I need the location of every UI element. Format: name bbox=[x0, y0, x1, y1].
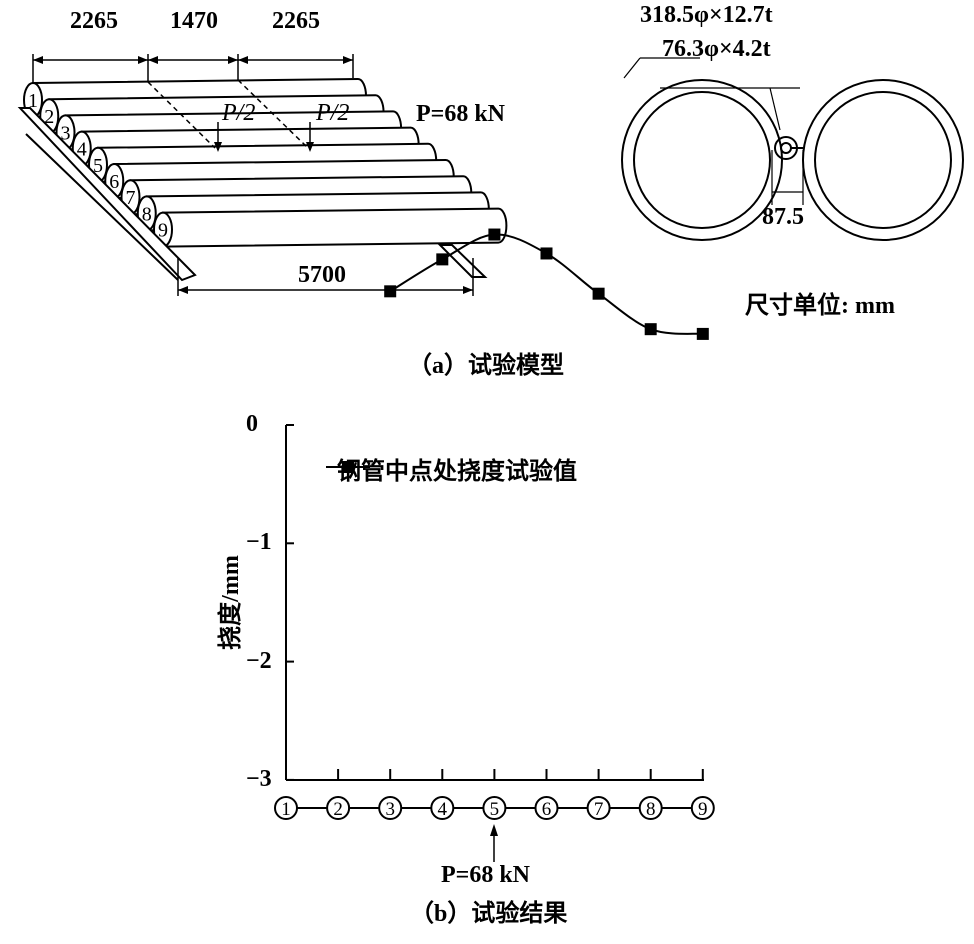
left-support-beam bbox=[17, 107, 197, 282]
pipe-number: 4 bbox=[77, 139, 87, 161]
units-note: 尺寸单位: mm bbox=[745, 293, 895, 319]
data-point bbox=[540, 247, 553, 260]
load-label: P=68 kN bbox=[416, 101, 506, 127]
pipe-body bbox=[162, 207, 508, 248]
data-point bbox=[384, 285, 397, 298]
x-tick-label: 8 bbox=[646, 799, 656, 820]
dim-1470: 1470 bbox=[170, 8, 218, 34]
x-tick-label: 7 bbox=[594, 799, 604, 820]
load-half-label-2: P/2 bbox=[316, 100, 350, 126]
node-circle bbox=[482, 796, 507, 820]
pipe-number: 7 bbox=[126, 187, 136, 209]
top-dimension-lines bbox=[32, 54, 474, 296]
pipe-number: 1 bbox=[28, 90, 38, 112]
dimension-arrowheads bbox=[33, 56, 473, 294]
node-circle bbox=[690, 796, 715, 820]
dim-5700: 5700 bbox=[298, 262, 346, 288]
y-tick-label: −3 bbox=[246, 765, 272, 792]
data-point bbox=[696, 327, 709, 340]
y-tick-label: 0 bbox=[246, 411, 258, 437]
pipe-number: 6 bbox=[109, 171, 119, 193]
node-circle bbox=[430, 796, 455, 820]
x-tick-label: 9 bbox=[698, 799, 708, 820]
left-support-beam-edge bbox=[25, 133, 179, 281]
dim-2265-right: 2265 bbox=[272, 8, 320, 34]
deflection-chart: 1 2 3 4 5 6 7 8 9 bbox=[274, 228, 715, 862]
pipe-number: 5 bbox=[93, 155, 103, 177]
load-half-label-1: P/2 bbox=[222, 100, 256, 126]
x-tick-label: 3 bbox=[385, 799, 395, 820]
node-circle bbox=[638, 796, 663, 820]
data-point bbox=[488, 228, 501, 241]
pipe: 9 bbox=[153, 207, 508, 248]
pipe-number: 3 bbox=[61, 122, 71, 144]
caption-a: （a）试验模型 bbox=[408, 353, 564, 379]
load-arrowhead bbox=[490, 824, 498, 836]
node-circle bbox=[586, 796, 611, 820]
node-circle bbox=[326, 796, 351, 820]
node-circle bbox=[274, 796, 298, 820]
data-point bbox=[436, 253, 449, 266]
x-tick-label: 1 bbox=[281, 799, 291, 820]
y-axis-label: 挠度/mm bbox=[217, 555, 244, 650]
small-pipe-spec: 76.3φ×4.2t bbox=[662, 36, 771, 62]
x-tick-label: 2 bbox=[333, 799, 343, 820]
x-tick-label: 5 bbox=[490, 799, 500, 820]
chart-load-label: P=68 kN bbox=[441, 862, 531, 888]
x-tick-label: 4 bbox=[438, 799, 448, 820]
node-circle bbox=[378, 796, 403, 820]
dim-2265-left: 2265 bbox=[70, 8, 118, 34]
y-tick-label: −2 bbox=[246, 647, 272, 674]
legend-marker bbox=[342, 461, 354, 473]
big-pipe-spec: 318.5φ×12.7t bbox=[640, 2, 773, 28]
node-circle bbox=[534, 796, 559, 820]
data-point bbox=[592, 287, 605, 300]
pipe-number: 8 bbox=[142, 203, 152, 225]
pipe-number: 9 bbox=[158, 220, 168, 242]
data-point bbox=[644, 323, 657, 336]
y-tick-label: −1 bbox=[246, 529, 272, 556]
pipe-number: 2 bbox=[44, 106, 54, 128]
caption-b: （b）试验结果 bbox=[410, 901, 568, 927]
legend-label: 钢管中点处挠度试验值 bbox=[337, 459, 577, 485]
cross-section bbox=[621, 57, 964, 241]
gap-dim: 87.5 bbox=[762, 204, 804, 230]
x-tick-label: 6 bbox=[542, 799, 552, 820]
